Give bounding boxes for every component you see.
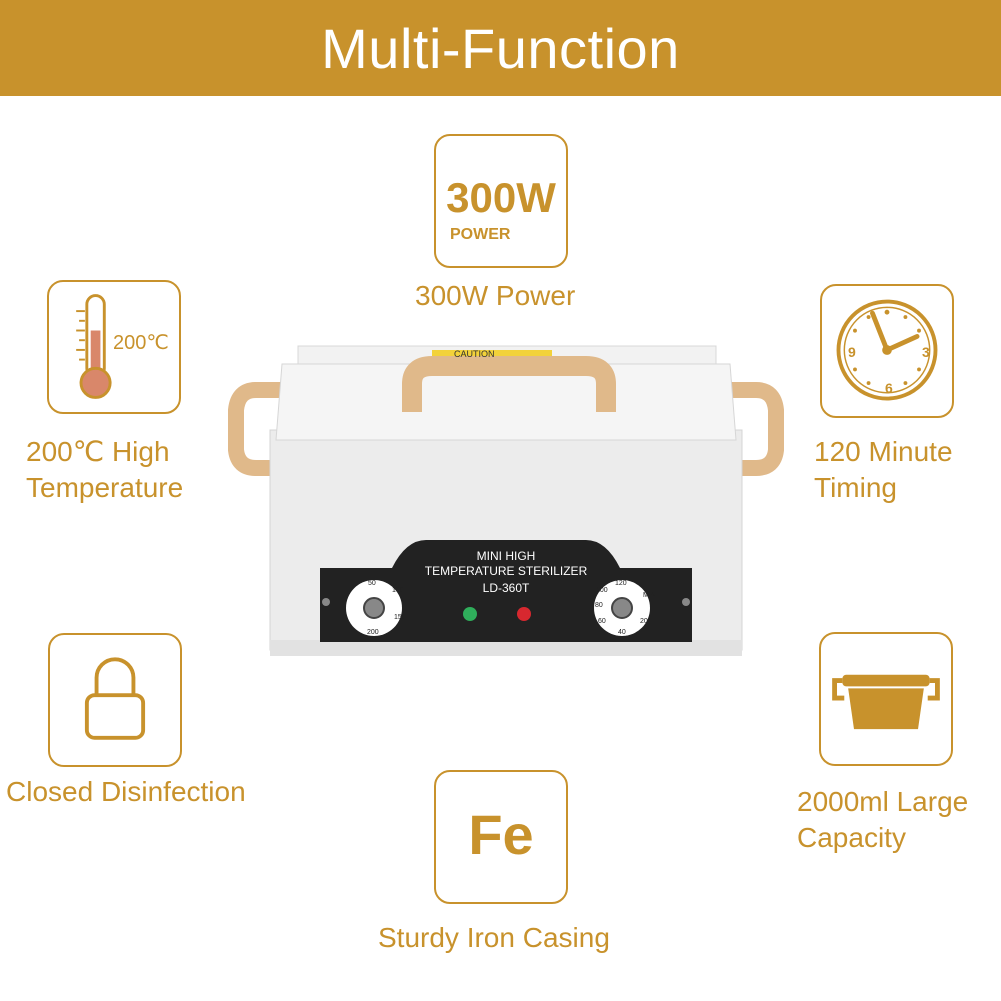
timer-dial-100: 100 bbox=[596, 587, 608, 594]
timing-label-line2: Timing bbox=[814, 472, 897, 503]
timer-dial-40: 40 bbox=[618, 629, 626, 636]
capacity-label: 2000ml Large Capacity bbox=[797, 784, 968, 856]
panel-line1: MINI HIGH bbox=[476, 549, 536, 563]
container-icon bbox=[819, 632, 953, 766]
thermometer-reading: 200℃ bbox=[113, 332, 169, 354]
timer-dial-20: 20 bbox=[640, 618, 648, 625]
clock-numeral-9: 9 bbox=[848, 344, 856, 360]
temp-dial-50: 50 bbox=[368, 580, 376, 587]
timer-dial-min: MIN bbox=[643, 592, 656, 599]
thermometer-icon: 200℃ bbox=[47, 280, 181, 414]
title-banner: Multi-Function bbox=[0, 0, 1001, 96]
panel-model: LD-360T bbox=[482, 581, 530, 595]
caution-sticker: CAUTION bbox=[454, 349, 495, 359]
timing-label: 120 Minute Timing bbox=[814, 434, 953, 506]
banner-title: Multi-Function bbox=[321, 16, 680, 80]
clock-numeral-3: 3 bbox=[922, 344, 930, 360]
power-badge-icon: 300W POWER bbox=[434, 134, 568, 268]
temp-dial-200: 200 bbox=[367, 629, 379, 636]
timer-dial-120: 120 bbox=[615, 580, 627, 587]
capacity-label-line1: 2000ml Large bbox=[797, 786, 969, 817]
casing-label: Sturdy Iron Casing bbox=[378, 922, 610, 953]
clock-numeral-6: 6 bbox=[885, 380, 893, 396]
closed-label: Closed Disinfection bbox=[6, 776, 246, 807]
temp-dial-150: 150 bbox=[394, 614, 406, 621]
panel-line2: TEMPERATURE STERILIZER bbox=[424, 564, 588, 578]
timer-dial-80: 80 bbox=[595, 602, 603, 609]
capacity-label-line2: Capacity bbox=[797, 822, 906, 853]
iron-fe-icon: Fe bbox=[434, 770, 568, 904]
clock-icon: 9 3 6 bbox=[820, 284, 954, 418]
power-badge-value: 300W bbox=[446, 174, 556, 221]
timing-label-line1: 120 Minute bbox=[814, 436, 953, 467]
iron-symbol: Fe bbox=[468, 803, 534, 866]
timer-dial-60: 60 bbox=[598, 618, 606, 625]
temperature-label-line1: 200℃ High bbox=[26, 436, 170, 467]
temperature-label-line2: Temperature bbox=[26, 472, 184, 503]
sterilizer-product-image: MINI HIGH TEMPERATURE STERILIZER LD-360T… bbox=[226, 340, 786, 660]
temperature-label: 200℃ High Temperature bbox=[26, 434, 183, 506]
padlock-icon bbox=[48, 633, 182, 767]
temp-dial-100: 100 bbox=[392, 587, 404, 594]
power-badge-unit: POWER bbox=[450, 226, 511, 243]
power-label: 300W Power bbox=[415, 280, 576, 311]
